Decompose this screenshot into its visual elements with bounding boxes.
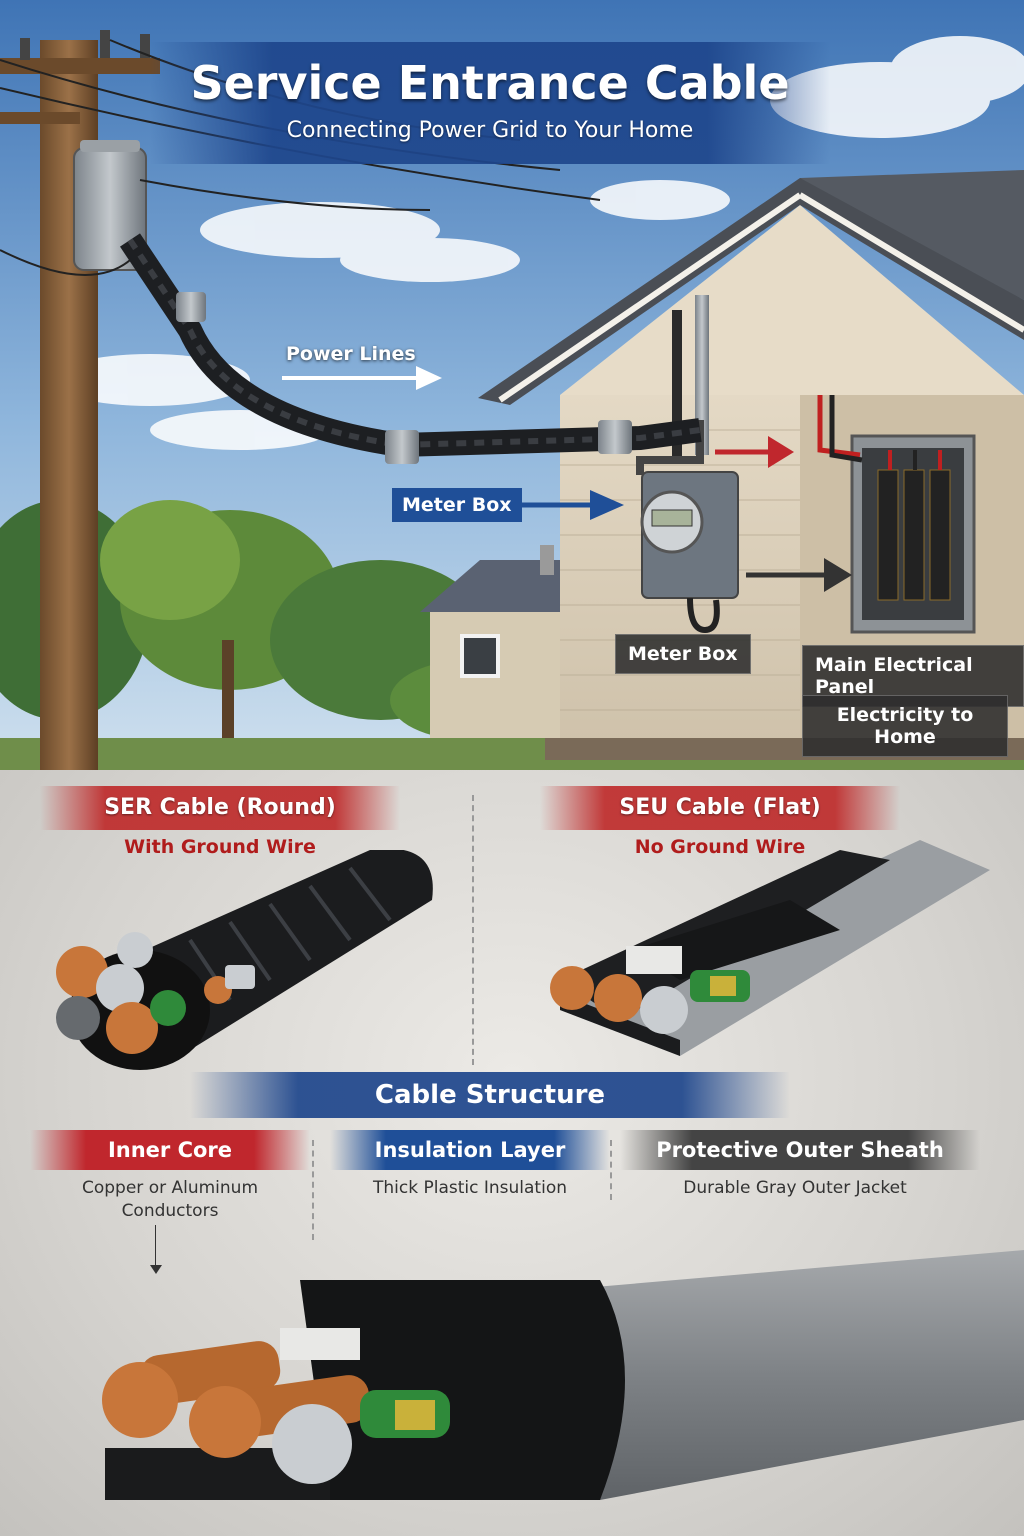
page-title: Service Entrance Cable (190, 56, 790, 110)
page-subtitle: Connecting Power Grid to Your Home (286, 118, 694, 143)
cable-structure-illustration (102, 1250, 1024, 1500)
utility-pole (0, 30, 160, 770)
structure-divider-1 (312, 1140, 314, 1240)
inner-core-description: Copper or Aluminum Conductors (81, 1178, 259, 1221)
electricity-to-home-tag: Electricity to Home (802, 695, 1008, 757)
meter-box-arrow (512, 490, 624, 520)
ser-cable-note: With Ground Wire (124, 836, 316, 858)
insulation-layer-description: Thick Plastic Insulation (373, 1178, 567, 1198)
seu-cable-note: No Ground Wire (634, 836, 806, 858)
outer-jacket (560, 1250, 1024, 1500)
installation-scene: Service Entrance Cable Connecting Power … (0, 0, 1024, 770)
cable-types-section: SER Cable (Round) With Ground Wire SEU C… (0, 770, 1024, 1536)
power-lines-arrow (282, 366, 442, 390)
ser-cable-heading: SER Cable (Round) (40, 786, 400, 830)
neighbor-house (420, 545, 560, 742)
ser-conductors (56, 932, 255, 1054)
divider (472, 795, 474, 1065)
seu-cable-heading: SEU Cable (Flat) (540, 786, 900, 830)
structure-divider-2 (610, 1140, 612, 1200)
outer-sheath-title: Protective Outer Sheath (620, 1130, 980, 1170)
seu-cable-illustration (550, 840, 990, 1056)
red-flow-arrow (715, 436, 794, 468)
service-drop-cable (120, 233, 702, 464)
seu-conductors (550, 946, 750, 1034)
inner-core-title: Inner Core (30, 1130, 310, 1170)
power-lines-label: Power Lines (286, 343, 416, 365)
meter-box-arrow-label: Meter Box (392, 488, 522, 522)
outer-sheath-description: Durable Gray Outer Jacket (683, 1178, 907, 1198)
core-conductors (102, 1328, 450, 1484)
insulation-layer-title: Insulation Layer (330, 1130, 610, 1170)
panel-flow-arrow (746, 558, 852, 592)
insulation-layer (300, 1280, 625, 1500)
structure-heading: Cable Structure (190, 1072, 790, 1118)
service-mast (672, 295, 709, 460)
inner-core-pointer-head (150, 1265, 162, 1274)
ser-cable-illustration (56, 850, 433, 1070)
flat-base (105, 1448, 330, 1500)
main-electrical-panel-illustration (817, 395, 976, 634)
meter-box-tag: Meter Box (615, 634, 751, 674)
inner-core-pointer (155, 1225, 156, 1269)
title-banner (150, 42, 830, 164)
